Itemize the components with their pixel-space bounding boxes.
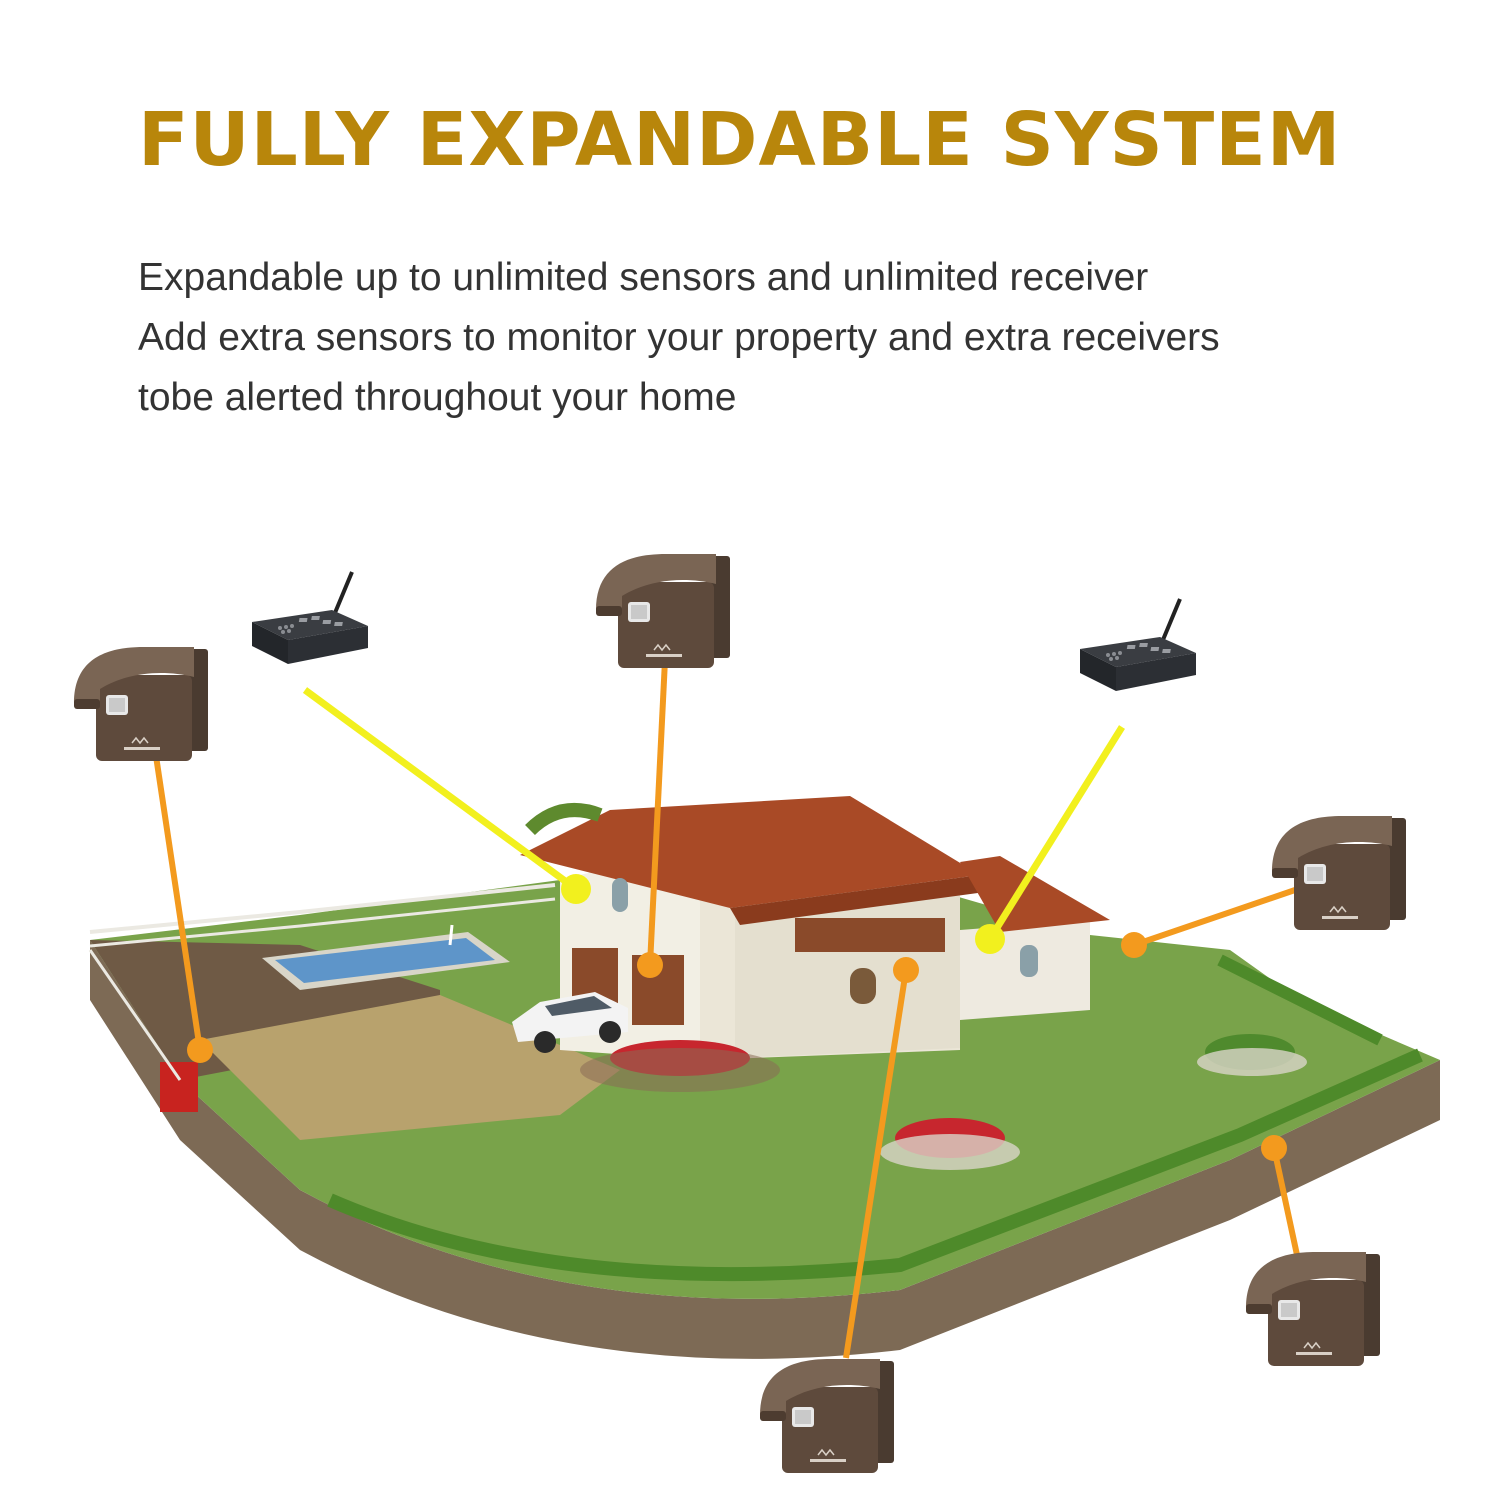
description-line-3: tobe alerted throughout your home — [138, 376, 737, 419]
receiver-link-left — [302, 687, 579, 892]
sensor-links — [153, 659, 1300, 1359]
headline: FULLY EXPANDABLE SYSTEM — [138, 97, 1342, 183]
motion-sensor-icon — [1245, 1251, 1381, 1367]
receiver-links — [302, 687, 1125, 954]
receiver-icon — [1078, 597, 1198, 693]
motion-sensor-icon — [73, 646, 209, 762]
motion-sensor-icon — [1271, 815, 1407, 931]
fence — [88, 883, 556, 1081]
receiver-point-left — [561, 874, 591, 904]
flower-beds — [580, 1034, 1307, 1170]
receiver-point-right — [975, 924, 1005, 954]
car — [512, 992, 628, 1053]
receiver-icon — [250, 570, 370, 666]
swimming-pool — [262, 924, 510, 990]
receiver-link-right — [987, 725, 1125, 941]
house — [520, 796, 1110, 1060]
property-base — [90, 880, 1440, 1359]
description-line-2: Add extra sensors to monitor your proper… — [138, 316, 1220, 359]
motion-sensor-icon — [759, 1358, 895, 1474]
motion-sensor-icon — [595, 553, 731, 669]
description-line-1: Expandable up to unlimited sensors and u… — [138, 256, 1149, 299]
